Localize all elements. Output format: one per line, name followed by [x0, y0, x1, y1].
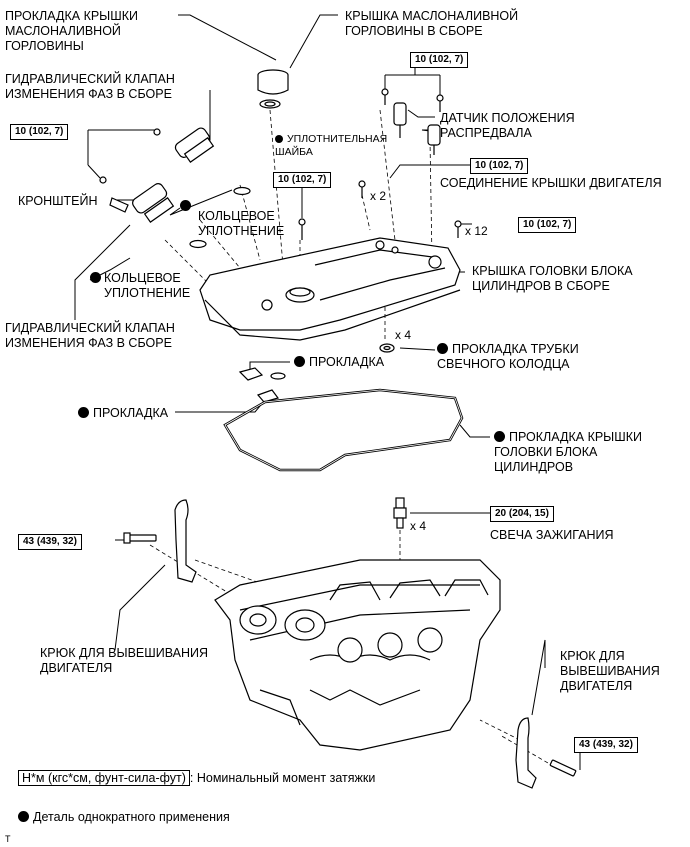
label-gasket-2: ПРОКЛАДКА — [78, 406, 168, 421]
torque-spec: 43 (439, 32) — [574, 737, 638, 753]
label-hook-right: КРЮК ДЛЯ ВЫВЕШИВАНИЯ ДВИГАТЕЛЯ — [560, 649, 660, 693]
torque-legend: Н*м (кгс*см, фунт-сила-фут): Номинальный… — [18, 770, 376, 786]
torque-spec: 10 (102, 7) — [273, 172, 332, 188]
count-label: x 12 — [465, 224, 488, 238]
label-oring-1-text: КОЛЬЦЕВОЕ УПЛОТНЕНИЕ — [198, 209, 285, 238]
label-oil-cap-gasket: ПРОКЛАДКА КРЫШКИ МАСЛОНАЛИВНОЙ ГОРЛОВИНЫ — [5, 9, 138, 53]
torque-spec: 10 (102, 7) — [470, 158, 529, 174]
label-spark-plug: СВЕЧА ЗАЖИГАНИЯ — [490, 528, 614, 542]
torque-spec: 10 (102, 7) — [10, 124, 69, 140]
single-use-legend: Деталь однократного применения — [18, 810, 230, 825]
count-label: x 4 — [395, 328, 412, 342]
single-use-marker — [18, 811, 29, 822]
label-head-cover-gasket: ПРОКЛАДКА КРЫШКИ ГОЛОВКИ БЛОКА ЦИЛИНДРОВ — [494, 430, 642, 474]
torque-spec: 10 (102, 7) — [410, 52, 469, 68]
single-use-marker — [78, 407, 89, 418]
label-ocv-bottom: ГИДРАВЛИЧЕСКИЙ КЛАПАН ИЗМЕНЕНИЯ ФАЗ В СБ… — [5, 321, 175, 350]
label-cam-sensor: ДАТЧИК ПОЛОЖЕНИЯ РАСПРЕДВАЛА — [440, 111, 575, 140]
torque-spec: 10 (102, 7) — [518, 217, 577, 233]
count-label: x 4 — [410, 519, 427, 533]
label-bracket: КРОНШТЕЙН — [18, 194, 98, 208]
single-use-marker — [294, 356, 305, 367]
single-use-marker — [275, 135, 283, 143]
label-oil-filler-cap: КРЫШКА МАСЛОНАЛИВНОЙ ГОРЛОВИНЫ В СБОРЕ — [345, 9, 519, 38]
label-oring-1 — [180, 199, 195, 214]
torque-spec: 20 (204, 15) — [490, 506, 554, 522]
torque-spec: 43 (439, 32) — [18, 534, 82, 550]
label-head-cover-assy: КРЫШКА ГОЛОВКИ БЛОКА ЦИЛИНДРОВ В СБОРЕ — [472, 264, 633, 293]
label-oring-2-text: КОЛЬЦЕВОЕ УПЛОТНЕНИЕ — [104, 271, 191, 300]
single-use-marker — [494, 431, 505, 442]
label-seal-washer: УПЛОТНИТЕЛЬНАЯ ШАЙБА — [275, 133, 388, 158]
label-gasket-1: ПРОКЛАДКА — [294, 355, 384, 370]
figure-code: T — [5, 834, 11, 844]
single-use-marker — [180, 200, 191, 211]
count-label: x 2 — [370, 189, 387, 203]
unit-description: : Номинальный момент затяжки — [189, 771, 376, 785]
single-use-marker — [437, 343, 448, 354]
unit-box: Н*м (кгс*см, фунт-сила-фут) — [18, 770, 190, 786]
label-hook-left: КРЮК ДЛЯ ВЫВЕШИВАНИЯ ДВИГАТЕЛЯ — [40, 646, 208, 675]
label-plug-tube-gasket: ПРОКЛАДКА ТРУБКИ СВЕЧНОГО КОЛОДЦА — [437, 342, 579, 371]
label-ocv-top: ГИДРАВЛИЧЕСКИЙ КЛАПАН ИЗМЕНЕНИЯ ФАЗ В СБ… — [5, 72, 175, 101]
single-use-marker — [90, 272, 101, 283]
label-engine-cover-joint: СОЕДИНЕНИЕ КРЫШКИ ДВИГАТЕЛЯ — [440, 176, 662, 190]
label-oring-2 — [90, 271, 105, 286]
